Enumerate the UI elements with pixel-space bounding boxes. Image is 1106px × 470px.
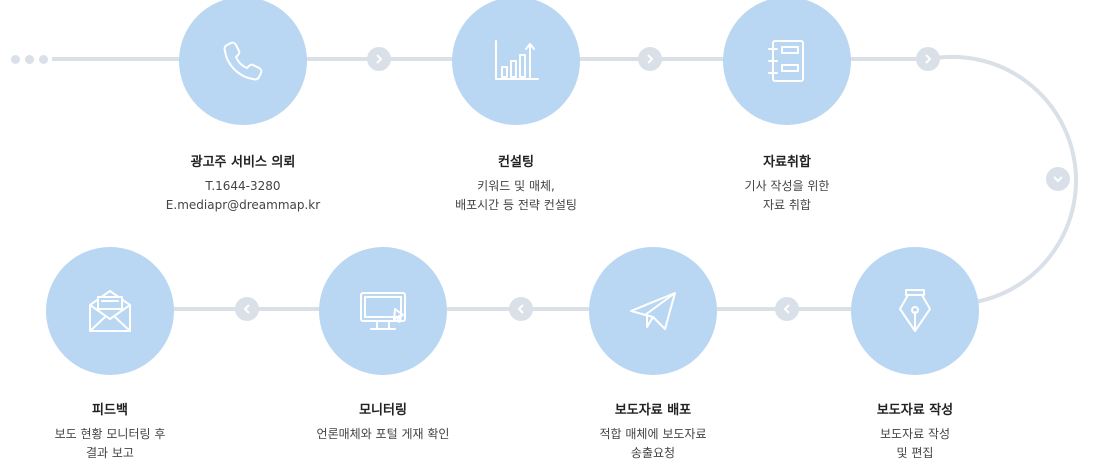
chevron-down-icon [1046, 167, 1070, 191]
chevron-left-icon [509, 297, 533, 321]
step-3-desc-line: 자료 취합 [763, 198, 811, 212]
step-3-desc: 기사 작성을 위한 자료 취합 [667, 177, 907, 215]
step-1-email[interactable]: E.mediapr@dreammap.kr [165, 198, 321, 212]
step-7-desc: 보도 현황 모니터링 후 결과 보고 [0, 425, 230, 463]
step-4-title: 보도자료 작성 [876, 403, 954, 418]
step-6-title: 모니터링 [359, 403, 407, 418]
chevron-right-icon [916, 47, 940, 71]
leading-dot [39, 55, 48, 64]
chevron-right-icon [638, 47, 662, 71]
step-7-title: 피드백 [92, 403, 128, 418]
step-4-desc: 보도자료 작성 및 편집 [795, 425, 1035, 463]
step-1-title: 광고주 서비스 의뢰 [190, 155, 296, 170]
envelope-icon [89, 290, 131, 332]
step-5-desc-line: 송출요청 [630, 446, 676, 460]
bar-chart-icon [495, 40, 539, 80]
step-5-circle [589, 247, 717, 375]
fountain-pen-icon [899, 289, 931, 332]
step-2-title: 컨설팅 [498, 155, 534, 170]
chevron-left-icon [775, 297, 799, 321]
step-2-desc-line: 배포시간 등 전략 컨설팅 [455, 198, 577, 212]
phone-icon [223, 41, 263, 81]
leading-dot [25, 55, 34, 64]
step-3-title: 자료취합 [763, 155, 811, 170]
leading-dot [11, 55, 20, 64]
step-6-desc-line: 언론매체와 포털 게재 확인 [316, 427, 450, 441]
monitor-icon [360, 292, 406, 330]
step-1-desc: T.1644-3280 E.mediapr@dreammap.kr [123, 177, 363, 215]
step-3-desc-line: 기사 작성을 위한 [744, 179, 830, 193]
chevron-right-icon [367, 47, 391, 71]
step-7-desc-line: 보도 현황 모니터링 후 [54, 427, 166, 441]
step-5-desc: 적합 매체에 보도자료 송출요청 [533, 425, 773, 463]
step-2-circle [452, 0, 580, 125]
notebook-icon [768, 40, 804, 82]
step-2-desc-line: 키워드 및 매체, [477, 179, 555, 193]
step-6-desc: 언론매체와 포털 게재 확인 [263, 425, 503, 444]
step-4-circle [851, 247, 979, 375]
step-3-circle [723, 0, 851, 125]
step-1-circle [179, 0, 307, 125]
step-7-circle [46, 247, 174, 375]
step-1-phone: T.1644-3280 [205, 179, 281, 193]
step-4-desc-line: 보도자료 작성 [879, 427, 951, 441]
step-2-desc: 키워드 및 매체, 배포시간 등 전략 컨설팅 [396, 177, 636, 215]
chevron-left-icon [235, 297, 259, 321]
paper-plane-icon [630, 292, 676, 330]
step-4-desc-line: 및 편집 [896, 446, 934, 460]
step-5-desc-line: 적합 매체에 보도자료 [599, 427, 707, 441]
step-6-circle [319, 247, 447, 375]
step-7-desc-line: 결과 보고 [86, 446, 134, 460]
step-5-title: 보도자료 배포 [614, 403, 692, 418]
